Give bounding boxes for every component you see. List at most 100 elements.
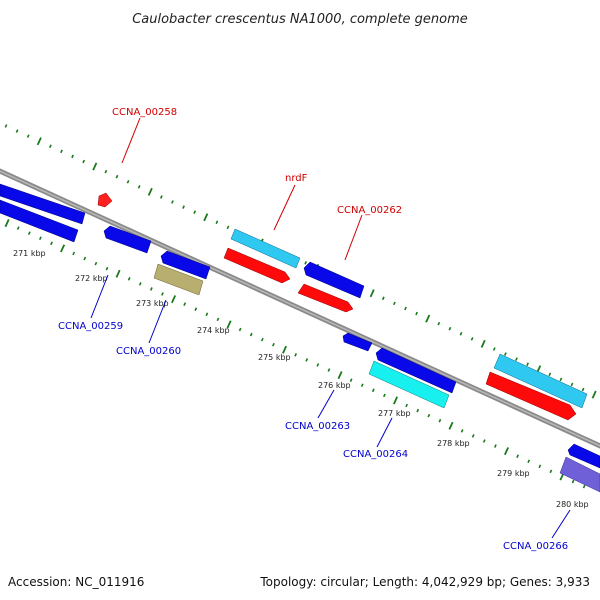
- gene-ccna-00259: [103, 225, 152, 254]
- scale-tick: [492, 347, 496, 351]
- gene-label-ccna-00266: CCNA_00266: [503, 541, 568, 552]
- scale-tick: [415, 311, 419, 316]
- scale-tick: [304, 261, 308, 265]
- scale-tick: [249, 332, 253, 337]
- scale-tick: [38, 236, 42, 241]
- gene-label-ccna-00260: CCNA_00260: [116, 346, 181, 357]
- leader-line: [90, 274, 109, 319]
- scale-tick: [205, 312, 209, 317]
- scale-tick: [104, 169, 108, 174]
- scale-tick-label: 276 kbp: [318, 381, 351, 390]
- scale-tick: [383, 393, 386, 398]
- scale-tick: [92, 162, 98, 171]
- gene-forward-cyan-right: [493, 353, 588, 409]
- scale-tick: [4, 219, 10, 228]
- scale-tick: [369, 289, 375, 298]
- gene-reverse-mid: [303, 261, 365, 299]
- scale-tick: [393, 301, 396, 306]
- scale-tick: [4, 124, 8, 128]
- scale-tick: [182, 205, 185, 209]
- gene-forward-red-right: [485, 371, 577, 421]
- scale-tick: [60, 244, 66, 253]
- scale-tick: [282, 345, 288, 354]
- scale-tick-label: 277 kbp: [378, 409, 411, 418]
- scale-tick: [105, 266, 109, 271]
- scale-tick: [193, 210, 197, 214]
- inner-tick-track: [4, 219, 586, 489]
- scale-tick: [482, 439, 486, 443]
- leader-line: [376, 417, 393, 448]
- gene-label-ccna-00258: CCNA_00258: [112, 107, 177, 118]
- gene-ccna-00260-blue: [160, 250, 211, 280]
- leader-line: [273, 184, 296, 231]
- scale-tick: [515, 357, 518, 361]
- scale-tick: [571, 479, 575, 484]
- leader-line: [121, 117, 141, 164]
- scale-tick: [559, 377, 563, 382]
- scale-tick: [459, 331, 463, 336]
- scale-tick: [416, 408, 420, 413]
- scale-tick: [194, 307, 198, 312]
- scale-tick: [171, 200, 174, 204]
- scale-tick: [60, 149, 63, 154]
- scale-tick: [527, 459, 531, 464]
- map-title: Caulobacter crescentus NA1000, complete …: [132, 12, 468, 27]
- scale-tick: [161, 292, 164, 296]
- gene-label-ccna-00262: CCNA_00262: [337, 205, 402, 216]
- scale-tick-label: 271 kbp: [13, 249, 46, 258]
- gene-reverse-left-lower: [0, 199, 79, 243]
- scale-tick: [393, 396, 398, 405]
- genome-summary-text: Topology: circular; Length: 4,042,929 bp…: [259, 575, 590, 589]
- gene-label-ccna-00259: CCNA_00259: [58, 321, 123, 332]
- gene-label-nrdf: nrdF: [285, 173, 308, 184]
- scale-tick: [115, 174, 119, 179]
- scale-tick: [216, 317, 220, 322]
- scale-tick: [526, 362, 529, 366]
- scale-tick: [50, 241, 53, 246]
- scale-tick: [137, 185, 141, 189]
- scale-tick-label: 280 kbp: [556, 500, 589, 509]
- genome-backbone: [0, 168, 600, 449]
- scale-tick: [337, 371, 343, 380]
- scale-tick: [448, 326, 452, 331]
- scale-tick: [138, 282, 142, 286]
- accession-text: Accession: NC_011916: [8, 575, 144, 589]
- scale-tick: [203, 213, 209, 222]
- scale-tick: [115, 269, 121, 278]
- scale-tick: [381, 296, 385, 301]
- gene-nrdf-partner: [223, 247, 291, 284]
- scale-tick: [570, 382, 574, 387]
- scale-tick: [238, 327, 242, 332]
- leader-line: [317, 389, 335, 419]
- gene-ccna-00260: [153, 263, 204, 296]
- scale-tick: [48, 144, 52, 149]
- scale-tick: [72, 251, 76, 256]
- scale-tick: [591, 390, 597, 399]
- leader-line: [344, 214, 363, 261]
- scale-tick: [470, 337, 474, 341]
- scale-tick: [27, 231, 31, 235]
- scale-tick: [260, 337, 264, 342]
- scale-tick: [471, 434, 475, 438]
- scale-tick: [226, 320, 232, 329]
- gene-labels: CCNA_00258 nrdF CCNA_00262 CCNA_00259 CC…: [58, 107, 568, 552]
- scale-tick: [581, 387, 585, 392]
- gene-label-ccna-00263: CCNA_00263: [285, 421, 350, 432]
- scale-tick-label: 275 kbp: [258, 353, 291, 362]
- scale-tick: [36, 137, 42, 146]
- scale-tick: [549, 469, 553, 474]
- scale-tick-label: 279 kbp: [497, 469, 530, 478]
- scale-tick-label: 274 kbp: [197, 326, 230, 335]
- scale-tick: [327, 368, 331, 372]
- scale-tick: [460, 429, 464, 433]
- scale-tick: [404, 306, 407, 311]
- scale-labels: 271 kbp 272 kbp 273 kbp 274 kbp 275 kbp …: [13, 249, 589, 509]
- scale-tick: [427, 413, 431, 418]
- scale-tick: [127, 277, 131, 281]
- scale-tick: [82, 159, 86, 164]
- scale-tick: [147, 187, 153, 196]
- scale-tick: [371, 388, 375, 393]
- leader-line: [551, 509, 571, 539]
- scale-tick: [94, 261, 98, 266]
